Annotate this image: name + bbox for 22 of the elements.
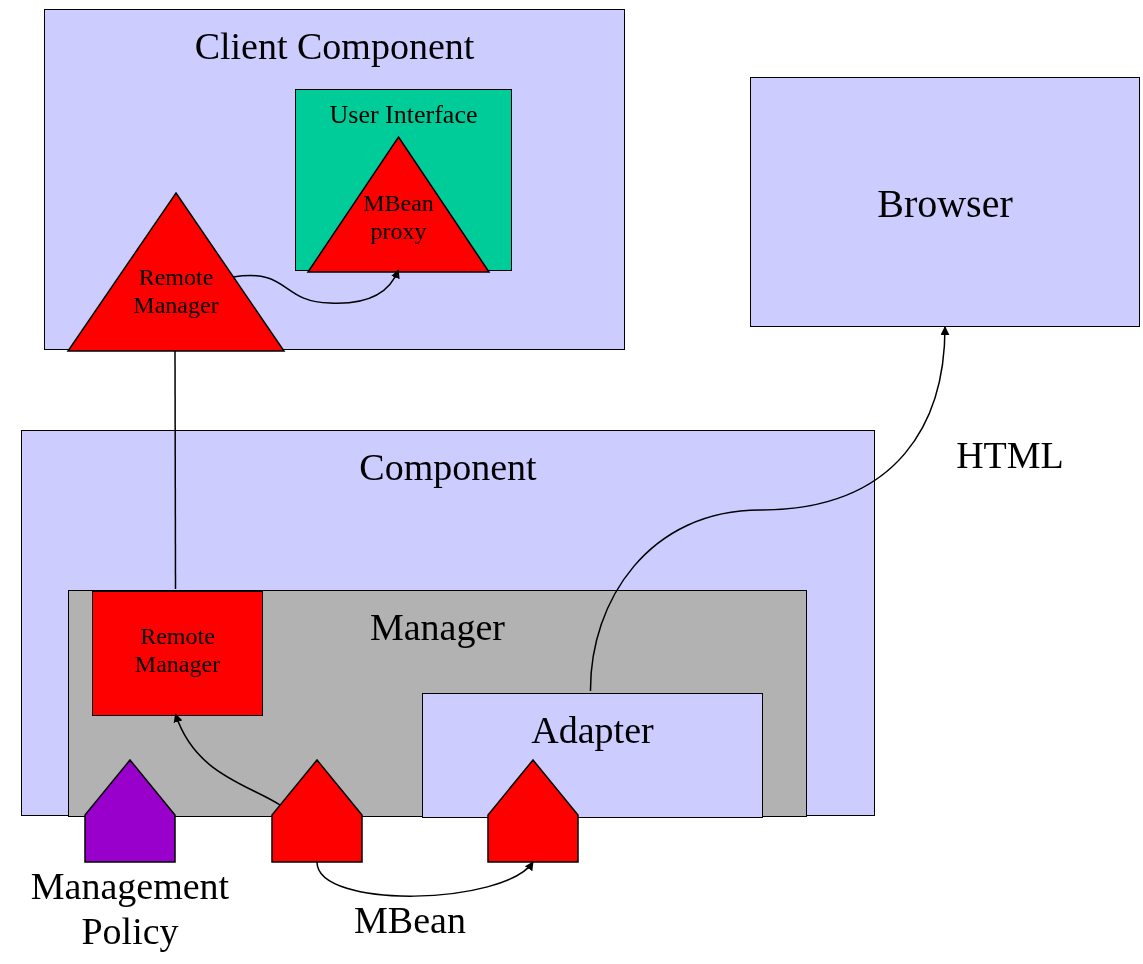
process-box <box>92 591 263 716</box>
node-label: Remote Manager <box>133 264 219 319</box>
container-box <box>21 430 875 816</box>
node-label: User Interface <box>329 100 478 129</box>
arrow <box>232 269 400 304</box>
node-label: Management Policy <box>30 865 230 952</box>
node-label: Adapter <box>531 709 654 751</box>
node-label: Remote Manager <box>134 623 221 678</box>
container-box <box>295 89 512 271</box>
arrow <box>174 713 281 806</box>
node-label: Manager <box>369 606 505 648</box>
node-label: Client Component <box>194 25 475 67</box>
arrow <box>589 326 950 692</box>
node-label: Browser <box>877 181 1013 226</box>
connector-line <box>174 349 177 590</box>
process-box <box>750 77 1140 327</box>
container-box <box>44 9 625 350</box>
node-label: Component <box>359 446 537 488</box>
arrow <box>316 861 534 897</box>
container-box <box>422 693 763 818</box>
container-box <box>68 590 807 817</box>
node-label: MBean proxy <box>363 190 434 245</box>
